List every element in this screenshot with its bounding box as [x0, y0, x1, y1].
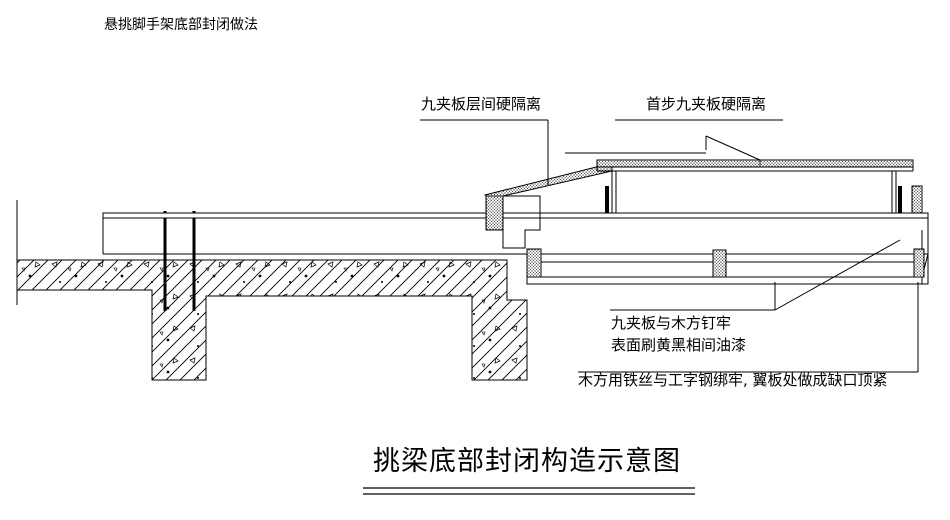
label-surface-painted: 表面刷黄黑相间油漆 [611, 336, 747, 354]
label-plywood-nailed-to-timber: 九夹板与木方钉牢 [611, 314, 732, 332]
edge-timber-block [485, 195, 541, 249]
title-underline [363, 487, 695, 495]
drawing-title: 挑梁底部封闭构造示意图 [373, 446, 681, 477]
anchor-rebars [163, 211, 196, 311]
scaffold-poles [605, 185, 923, 214]
leader-lines [420, 119, 919, 373]
concrete-slab-and-beams [16, 259, 528, 381]
drawing-caption: 悬挑脚手架底部封闭做法 [104, 17, 258, 33]
bottom-plywood-closure [526, 230, 929, 285]
label-timber-tied-to-beam: 木方用铁丝与工字钢绑牢, 翼板处做成缺口顶紧 [578, 371, 888, 389]
cantilever-i-beam [102, 212, 929, 255]
label-plywood-floor-isolation: 九夹板层间硬隔离 [421, 95, 542, 113]
label-first-step-plywood-isolation: 首步九夹板硬隔离 [646, 95, 767, 113]
first-step-plywood-deck [596, 159, 914, 213]
